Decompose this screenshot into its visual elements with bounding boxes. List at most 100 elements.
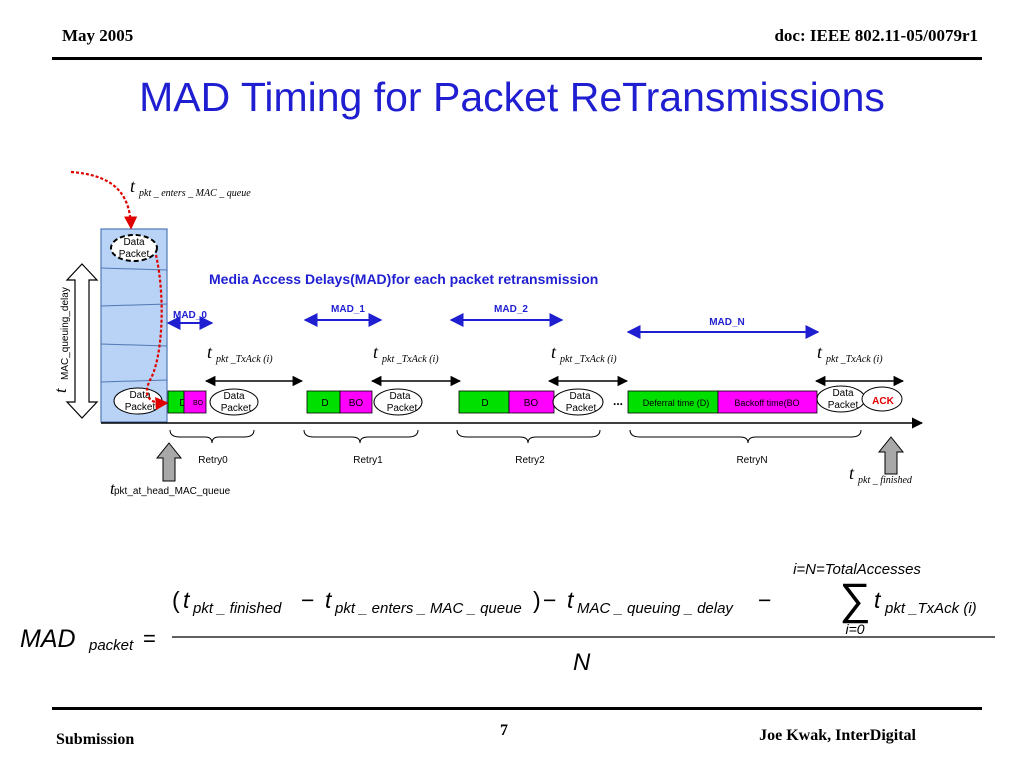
svg-text:MAD_2: MAD_2 <box>494 304 528 315</box>
footer-rule <box>52 707 982 710</box>
sum-upper-limit: i=N=TotalAccesses <box>793 561 921 578</box>
svg-text:MAC _ queuing _ delay: MAC _ queuing _ delay <box>577 600 734 617</box>
svg-text:Data: Data <box>832 388 854 399</box>
svg-text:Data: Data <box>123 237 145 248</box>
footer-author: Joe Kwak, InterDigital <box>759 727 916 744</box>
formula-lhs: MAD <box>20 625 76 653</box>
svg-text:−: − <box>758 587 771 613</box>
svg-text:Deferral time (D): Deferral time (D) <box>643 398 710 408</box>
retryn-blocks: Deferral time (D) Backoff time(BO Data P… <box>627 385 903 414</box>
svg-text:−: − <box>301 587 314 613</box>
svg-text:t: t <box>849 463 855 483</box>
retry0-label: Retry0 <box>198 455 228 466</box>
svg-text:MAD_1: MAD_1 <box>331 304 365 315</box>
svg-text:Packet: Packet <box>828 400 859 411</box>
move-to-head-arrow <box>145 254 169 411</box>
svg-text:pkt _ finished: pkt _ finished <box>857 475 913 486</box>
queue-top-packet: Data Packet <box>110 234 158 262</box>
header-doc-id: doc: IEEE 802.11-05/0079r1 <box>774 26 978 45</box>
footer-page-number: 7 <box>500 722 508 739</box>
svg-text:D: D <box>179 398 186 409</box>
svg-text:pkt_at_head_MAC_queue: pkt_at_head_MAC_queue <box>114 486 231 497</box>
svg-text:t: t <box>373 342 379 362</box>
svg-text:BO: BO <box>524 398 539 409</box>
svg-text:MAC_queuing_delay: MAC_queuing_delay <box>60 287 71 380</box>
svg-text:pkt _TxAck (i): pkt _TxAck (i) <box>215 354 273 365</box>
mad-formula: MAD packet = ( t pkt _ finished − t pkt … <box>20 561 995 676</box>
retry2-blocks: D BO Data Packet <box>458 388 604 416</box>
diagram-heading: Media Access Delays(MAD)for each packet … <box>209 271 598 287</box>
svg-text:t: t <box>325 587 333 613</box>
enter-queue-arrow <box>70 170 138 230</box>
retry0-blocks: D BO Data Packet <box>167 388 259 416</box>
header-rule <box>52 57 982 60</box>
svg-text:−: − <box>543 587 556 613</box>
ellipsis: ... <box>613 394 623 408</box>
svg-text:Backoff time(BO: Backoff time(BO <box>734 398 799 408</box>
mad-1-marker: MAD_1 <box>303 304 383 327</box>
svg-text:pkt _TxAck (i): pkt _TxAck (i) <box>381 354 439 365</box>
svg-text:D: D <box>321 398 328 409</box>
retry2-label: Retry2 <box>515 455 545 466</box>
svg-text:MAD_N: MAD_N <box>709 317 745 328</box>
svg-text:=: = <box>143 626 156 651</box>
svg-text:(: ( <box>172 587 180 613</box>
svg-text:BO: BO <box>193 400 204 407</box>
t-head-label: t pkt_at_head_MAC_queue <box>110 479 231 498</box>
queuing-delay-arrow <box>65 263 99 419</box>
svg-text:BO: BO <box>349 398 364 409</box>
sum-symbol: ∑ <box>839 575 870 624</box>
svg-text:t: t <box>110 479 116 498</box>
retry1-label: Retry1 <box>353 455 383 466</box>
queue-head-packet: Data Packet <box>113 387 163 415</box>
svg-text:t: t <box>567 587 575 613</box>
svg-text:Data: Data <box>223 391 245 402</box>
mad-2-marker: MAD_2 <box>449 304 564 327</box>
t-finished-label: t pkt _ finished <box>849 463 913 486</box>
t-enters-queue-label: t pkt _ enters _ MAC _ queue <box>130 176 251 199</box>
svg-text:pkt _TxAck (i): pkt _TxAck (i) <box>559 354 617 365</box>
svg-text:pkt _TxAck (i): pkt _TxAck (i) <box>884 600 977 617</box>
head-of-queue-arrow <box>155 442 183 482</box>
svg-text:pkt _ enters _ MAC _ queue: pkt _ enters _ MAC _ queue <box>138 188 251 199</box>
mad-n-marker: MAD_N <box>626 317 820 339</box>
footer-submission: Submission <box>56 731 135 748</box>
svg-text:t: t <box>874 587 882 613</box>
txack-n: t pkt _TxAck (i) <box>814 342 905 387</box>
svg-text:t: t <box>130 176 136 196</box>
txack-1: t pkt _TxAck (i) <box>370 342 462 387</box>
txack-0: t pkt _TxAck (i) <box>204 342 304 387</box>
mad-timing-diagram: t pkt _ enters _ MAC _ queue Data Packet… <box>51 170 924 498</box>
svg-text:Data: Data <box>569 391 591 402</box>
txack-2: t pkt _TxAck (i) <box>547 342 629 387</box>
formula-lhs-sub: packet <box>88 637 134 654</box>
svg-text:t: t <box>817 342 823 362</box>
svg-text:MAD_0: MAD_0 <box>173 310 207 321</box>
svg-text:Data: Data <box>129 390 151 401</box>
svg-text:Packet: Packet <box>566 403 597 414</box>
svg-text:pkt _ finished: pkt _ finished <box>192 600 282 617</box>
retry-braces <box>169 429 862 444</box>
svg-text:pkt _TxAck (i): pkt _TxAck (i) <box>825 354 883 365</box>
svg-text:Packet: Packet <box>125 402 156 413</box>
svg-text:Packet: Packet <box>119 249 150 260</box>
retryn-label: RetryN <box>736 455 767 466</box>
svg-text:t: t <box>207 342 213 362</box>
svg-text:Data: Data <box>389 391 411 402</box>
svg-text:ACK: ACK <box>872 396 894 407</box>
formula-denominator: N <box>573 649 591 676</box>
svg-text:t: t <box>551 342 557 362</box>
svg-text:): ) <box>533 587 541 613</box>
svg-text:t: t <box>51 387 70 393</box>
retry1-blocks: D BO Data Packet <box>306 388 423 416</box>
sum-lower-limit: i=0 <box>845 621 864 637</box>
svg-text:pkt _ enters _ MAC _ queue: pkt _ enters _ MAC _ queue <box>334 600 522 617</box>
svg-text:Packet: Packet <box>221 403 252 414</box>
finished-arrow <box>877 436 905 475</box>
mad-0-marker: MAD_0 <box>166 310 214 330</box>
queuing-delay-label: t MAC_queuing_delay <box>51 287 71 393</box>
svg-text:t: t <box>183 587 191 613</box>
svg-text:D: D <box>481 398 488 409</box>
slide-title: MAD Timing for Packet ReTransmissions <box>139 74 885 120</box>
svg-text:Packet: Packet <box>387 403 418 414</box>
